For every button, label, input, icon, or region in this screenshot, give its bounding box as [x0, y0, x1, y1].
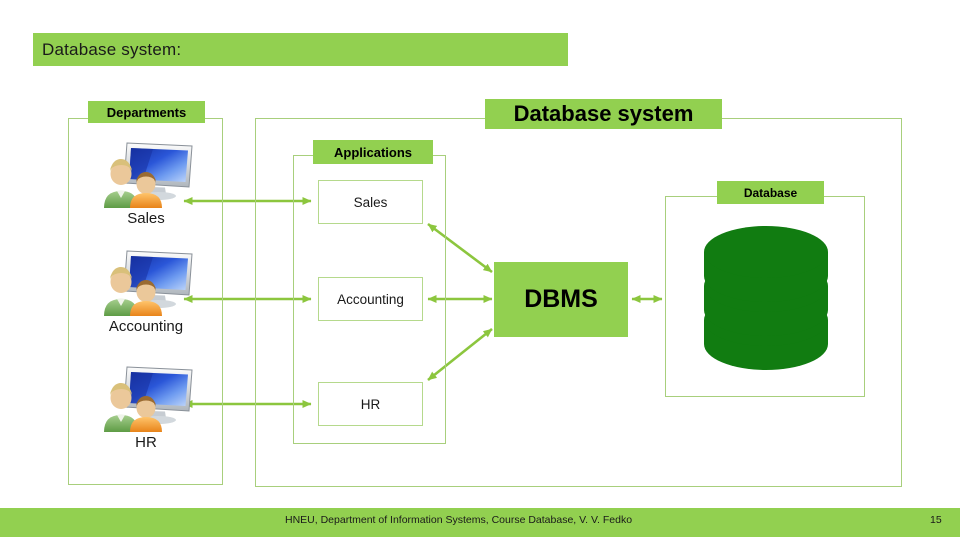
- footer-text: HNEU, Department of Information Systems,…: [285, 514, 633, 526]
- people-computer-icon: [91, 364, 201, 432]
- department-hr: HR: [80, 364, 212, 451]
- database-system-label: Database system: [485, 99, 722, 129]
- department-accounting: Accounting: [80, 248, 212, 335]
- departments-label: Departments: [88, 101, 205, 123]
- department-name: HR: [135, 434, 157, 451]
- database-label: Database: [717, 181, 824, 204]
- application-accounting[interactable]: Accounting: [318, 277, 423, 321]
- slide-title-banner: Database system:: [33, 33, 568, 66]
- people-computer-icon: [91, 248, 201, 316]
- applications-label: Applications: [313, 140, 433, 164]
- department-name: Sales: [127, 210, 165, 227]
- application-hr[interactable]: HR: [318, 382, 423, 426]
- application-sales[interactable]: Sales: [318, 180, 423, 224]
- database-cylinder-icon: [700, 224, 832, 372]
- page-title: Database system:: [42, 39, 182, 59]
- footer-page-number: 15: [930, 514, 942, 526]
- department-sales: Sales: [80, 140, 212, 227]
- dbms-box[interactable]: DBMS: [494, 262, 628, 337]
- department-name: Accounting: [108, 318, 184, 335]
- people-computer-icon: [91, 140, 201, 208]
- footer-band: [0, 508, 960, 537]
